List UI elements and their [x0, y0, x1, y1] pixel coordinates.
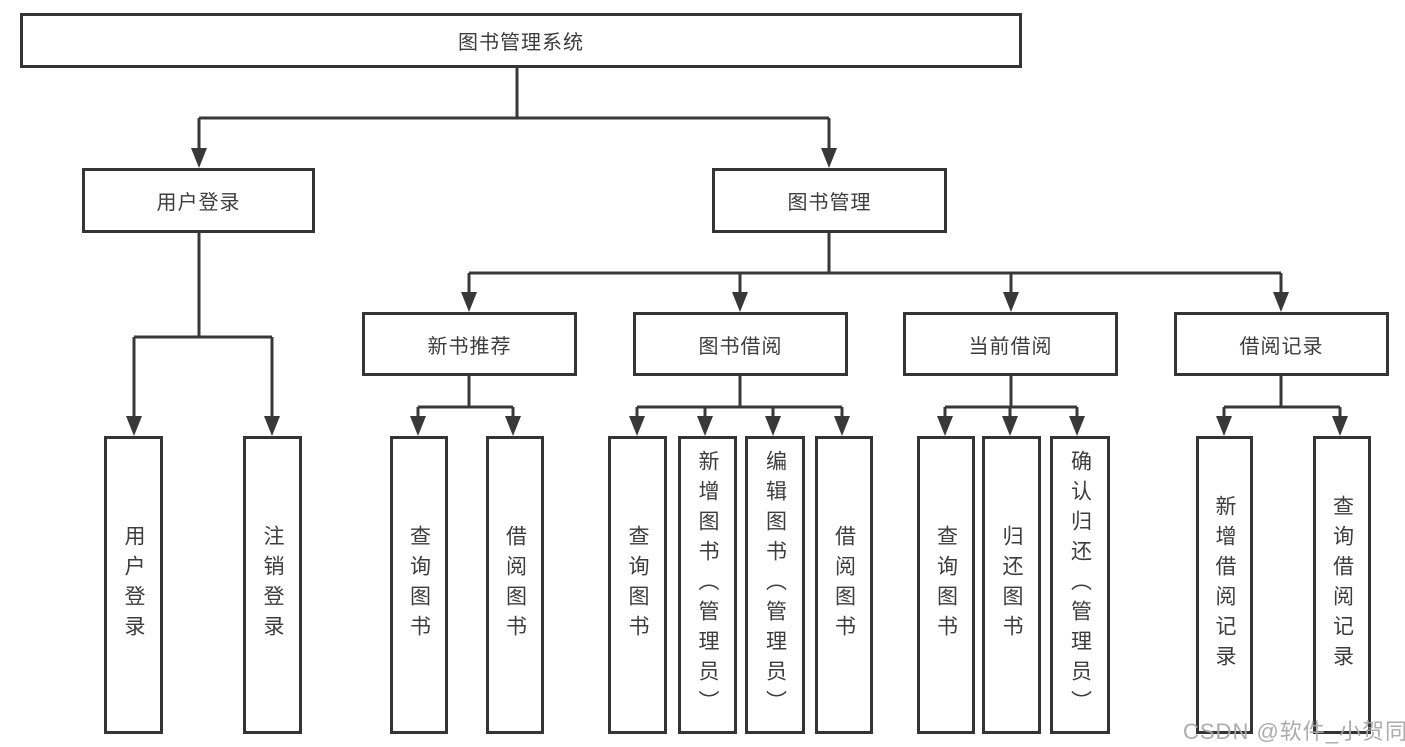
leaf-user-login-label: 用户登录 — [122, 525, 145, 645]
leaf-borrow-book-1-label: 借阅图书 — [503, 525, 527, 645]
leaf-borrow-book-1: 借阅图书 — [486, 436, 544, 734]
leaf-borrow-book-2-label: 借阅图书 — [832, 525, 856, 645]
leaf-confirm-return-admin: 确认归还（管理员） — [1050, 436, 1110, 734]
node-user-login-label: 用户登录 — [156, 192, 241, 214]
node-book-management: 图书管理 — [712, 168, 947, 233]
leaf-logout-label: 注销登录 — [261, 525, 284, 645]
leaf-user-login: 用户登录 — [104, 436, 163, 734]
node-root-system: 图书管理系统 — [20, 13, 1022, 68]
node-root-label: 图书管理系统 — [458, 32, 584, 54]
leaf-query-borrow-record-label: 查询借阅记录 — [1330, 495, 1354, 675]
leaf-query-book-3-label: 查询图书 — [934, 525, 958, 645]
leaf-edit-book-admin-label: 编辑图书（管理员） — [763, 450, 787, 720]
node-user-login: 用户登录 — [82, 168, 315, 233]
leaf-borrow-book-2: 借阅图书 — [815, 436, 873, 734]
node-book-management-label: 图书管理 — [787, 192, 872, 214]
leaf-query-book-3: 查询图书 — [917, 436, 975, 734]
node-current-borrow: 当前借阅 — [903, 312, 1118, 376]
leaf-confirm-return-admin-label: 确认归还（管理员） — [1068, 450, 1092, 720]
leaf-return-book-label: 归还图书 — [1000, 525, 1023, 645]
leaf-query-borrow-record: 查询借阅记录 — [1313, 436, 1371, 734]
leaf-query-book-2-label: 查询图书 — [626, 525, 649, 645]
leaf-edit-book-admin: 编辑图书（管理员） — [745, 436, 805, 734]
leaf-add-book-admin: 新增图书（管理员） — [678, 436, 737, 734]
csdn-watermark: CSDN @软件_小贺同学 — [1183, 719, 1405, 744]
node-current-borrow-label: 当前借阅 — [968, 335, 1053, 358]
node-borrow-record: 借阅记录 — [1174, 312, 1389, 376]
node-new-book-recommend-label: 新书推荐 — [427, 335, 512, 358]
leaf-query-book-1: 查询图书 — [390, 436, 448, 734]
node-book-borrow-label: 图书借阅 — [698, 335, 783, 358]
leaf-add-book-admin-label: 新增图书（管理员） — [696, 450, 719, 720]
leaf-logout: 注销登录 — [243, 436, 302, 734]
node-book-borrow: 图书借阅 — [633, 312, 848, 376]
node-new-book-recommend: 新书推荐 — [362, 312, 577, 376]
node-borrow-record-label: 借阅记录 — [1239, 335, 1324, 358]
leaf-add-borrow-record-label: 新增借阅记录 — [1213, 495, 1236, 675]
leaf-add-borrow-record: 新增借阅记录 — [1196, 436, 1253, 734]
leaf-return-book: 归还图书 — [982, 436, 1041, 734]
leaf-query-book-1-label: 查询图书 — [407, 525, 431, 645]
leaf-query-book-2: 查询图书 — [608, 436, 667, 734]
